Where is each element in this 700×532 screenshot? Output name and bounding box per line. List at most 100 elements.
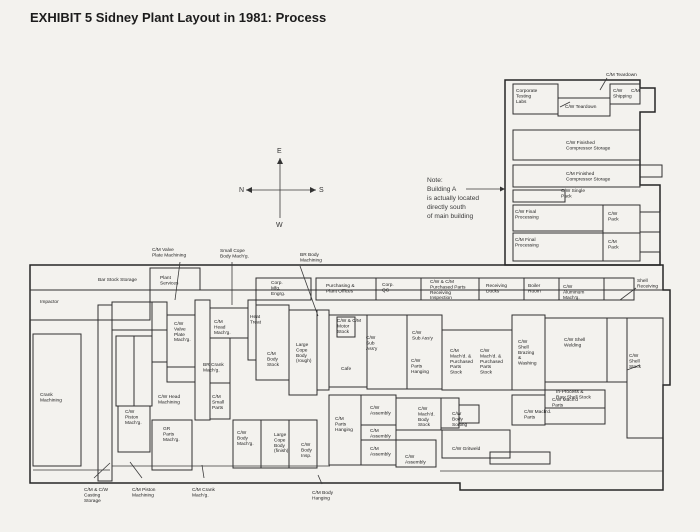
room-label-line: Mach'g. [214,330,231,336]
room-label-line: C/W Head [158,394,180,400]
room-label-line: C/M [335,416,344,422]
room-label-line: C/W Single [561,188,585,194]
room-label-line: C/M Piston [132,487,156,493]
room-label-line: Insp. [301,453,311,459]
room-label-line: Processing [515,214,539,220]
room-label-line: Parts [411,363,423,369]
room-label-line: C/W [174,321,184,327]
room-label-line: Labs [516,99,527,105]
room-label-line: Parts [450,364,462,370]
room-label-line: C/M Finished [566,171,595,177]
room-label-line: Machining [300,257,322,263]
room-label-line: Parts [163,431,175,437]
room-label-line: Body [301,447,313,453]
room-label-line: Purchased Parts [430,284,466,290]
room-label-line: Welding [564,342,582,348]
room-label-line: Cafe [341,366,351,372]
room-label-line: Mach'g. [163,437,180,443]
room-label-line: Impactor [40,299,59,305]
room-label-line: Treat [250,319,262,325]
room-label-line: Pack [608,216,619,222]
room-label-line: C/W [301,442,311,448]
room-label-line: Storage [84,498,101,504]
room-label-line: C/W [418,406,428,412]
room-label-line: Mach'g. [237,441,254,447]
room-label-line: C/W [480,348,490,354]
room-label-line: In-Process & [556,389,584,395]
room-label-line: Body Mach'g. [220,253,249,259]
room-label-line: C/W [237,430,247,436]
room-label-line: Pack [561,193,572,199]
note-line: Building A [427,186,457,193]
room-label-line: Body [237,435,249,441]
room-label-line: Body [452,416,464,422]
room-label-line: C/M [450,348,459,354]
room-label-line: BR Crank [203,362,224,368]
room-label-line: C/W [411,358,421,364]
room-label-line: Assembly [370,410,391,416]
room-label-line: C/M [214,319,223,325]
room-label-line: Plate Machining [152,252,186,258]
room-label-line: Assembly [405,459,426,465]
room-label-corp-qc: Corp.QC [382,282,394,293]
compass-south: S [319,187,324,194]
room-label-line: C/W [405,454,415,460]
room-label-line: Parts [335,421,347,427]
room-label-in-process: In-Process &Raw Shell Stock [556,389,592,400]
room-label-cm-teardown-top: C/M Teardown [606,72,637,78]
room-label-line: C/W Mach'd [552,397,578,403]
room-label-line: Shell [518,344,529,350]
room-label-line: C/W [563,284,573,290]
room-label-line: & [518,355,522,361]
room-label-line: Parts [480,364,492,370]
room-label-line: Bar Stock Storage [98,277,137,283]
room-label-line: QC [382,287,390,293]
room-label-line: C/M [267,351,276,357]
room-label-line: Assembly [370,433,391,439]
room-label-line: Cope [296,347,308,353]
room-label-line: Stock [480,370,493,376]
main-building-walls [29,264,671,491]
room-label-line: Head [214,324,226,330]
room-label-line: Casting [84,492,101,498]
room-label-line: Corp. [271,280,283,286]
room-label-line: Purchased [480,359,503,365]
room-label-line: Body [418,417,430,423]
room-label-line: C/W [518,339,528,345]
room-label-line: Parts [524,414,536,420]
room-label-line: (rough) [296,358,312,364]
room-label-line: Shipping [613,93,632,99]
room-label-line: C/W Shell [564,337,585,343]
room-label-line: C/W Finished [566,140,595,146]
room-label-line: Ass'y [366,346,378,352]
room-label-line: C/W Final [515,209,536,215]
room-label-line: Sub [366,340,375,346]
